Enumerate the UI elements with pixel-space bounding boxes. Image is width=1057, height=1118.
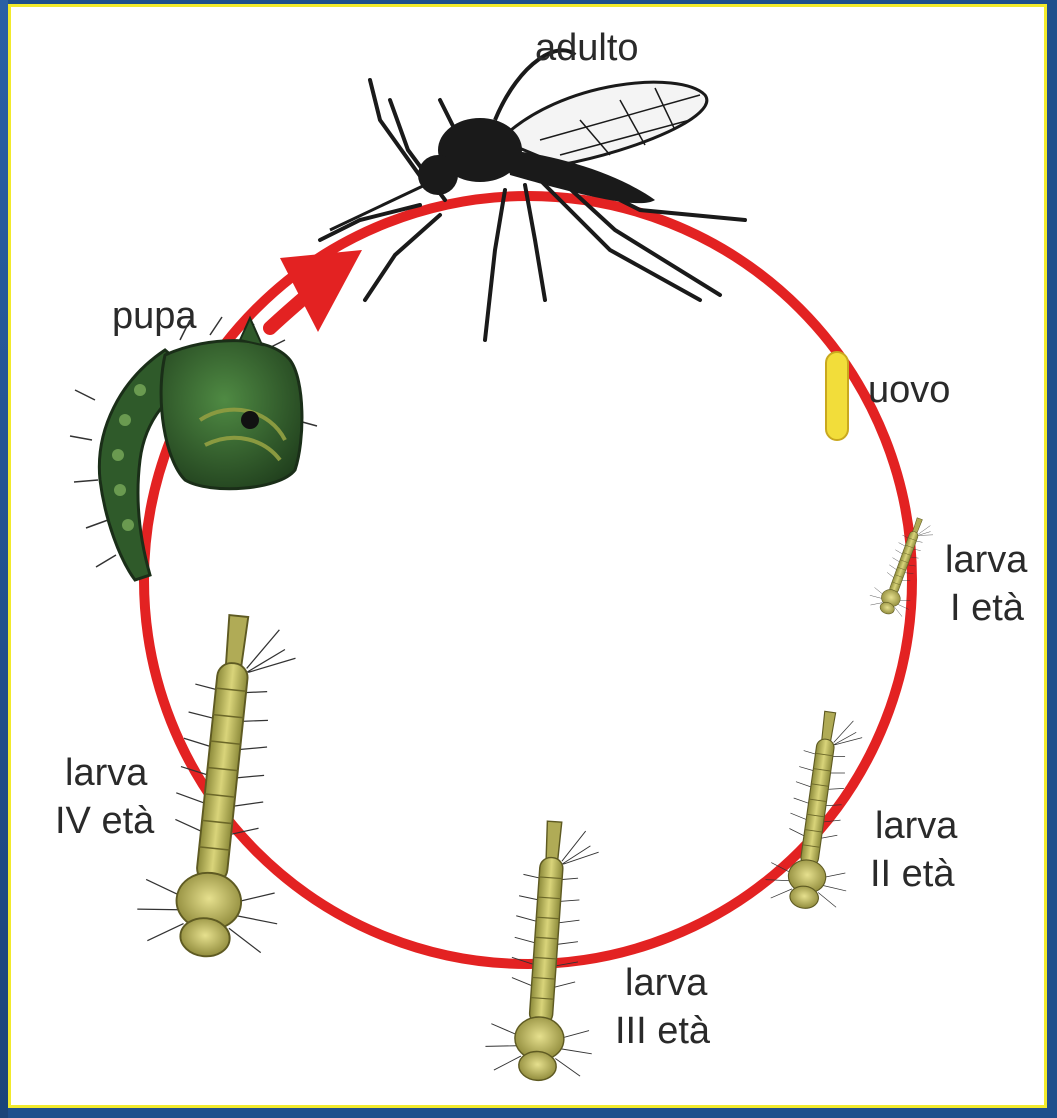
label-larva-2-line2: II età: [870, 853, 955, 895]
pupa-icon: [70, 317, 317, 580]
larva-icon: [762, 706, 870, 913]
larva-icon: [483, 818, 607, 1084]
label-larva-2-line1: larva: [875, 805, 958, 847]
label-larva-3-line1: larva: [625, 962, 708, 1004]
label-larva-1-line1: larva: [945, 539, 1028, 581]
label-larva-4-line1: larva: [65, 752, 148, 794]
arrow-icon: [270, 250, 362, 332]
label-larva-3-line2: III età: [615, 1010, 711, 1052]
label-adulto: adulto: [535, 27, 639, 69]
label-uovo: uovo: [868, 369, 950, 411]
cycle-ring: [144, 196, 912, 964]
larva-icon: [133, 609, 309, 964]
label-larva-1-line2: I età: [950, 587, 1025, 629]
label-pupa: pupa: [112, 295, 197, 337]
egg-icon: [826, 352, 848, 440]
label-larva-4-line2: IV età: [55, 800, 155, 842]
larva-icon: [866, 512, 939, 621]
